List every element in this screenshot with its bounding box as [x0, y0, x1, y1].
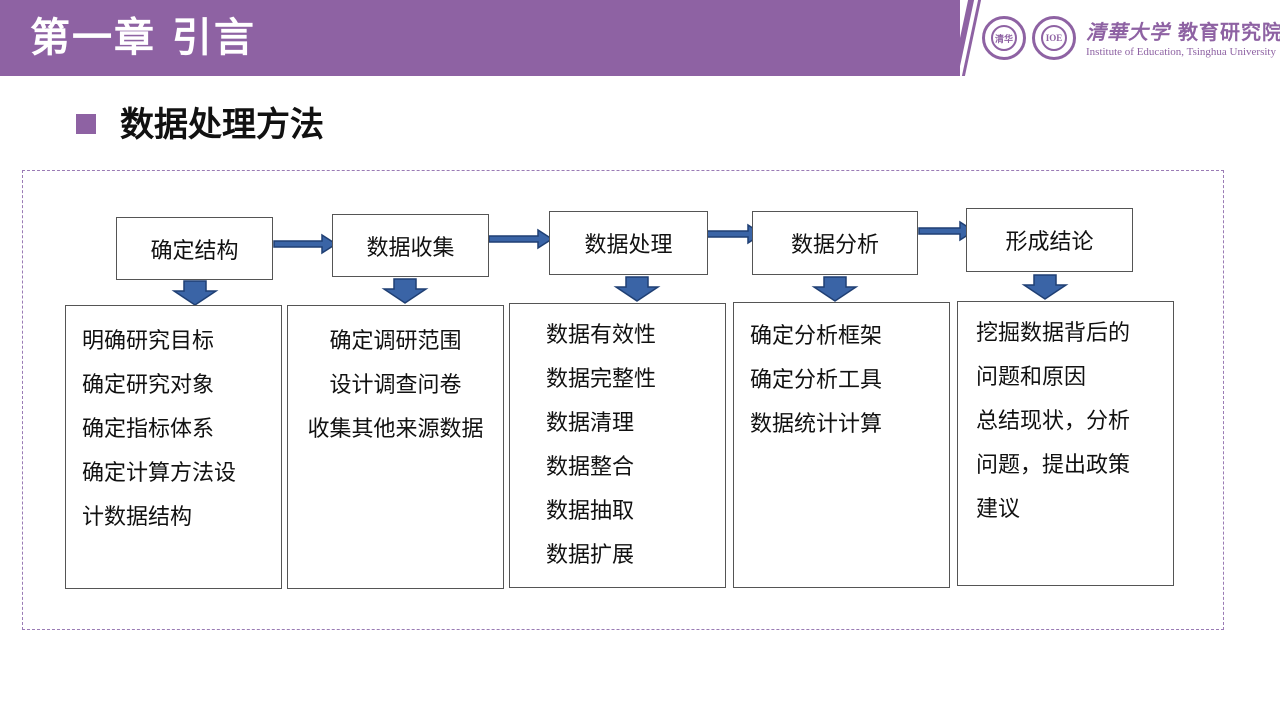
detail-item: 建议	[976, 497, 1021, 522]
detail-item: 确定计算方法设	[82, 461, 237, 486]
detail-item: 确定调研范围	[329, 329, 462, 354]
arrow-down-icon	[381, 278, 429, 304]
detail-item: 数据有效性	[546, 323, 657, 348]
seal-inner: 清华	[991, 25, 1017, 51]
detail-item: 确定指标体系	[82, 417, 215, 442]
detail-item: 问题和原因	[976, 365, 1087, 390]
detail-item: 明确研究目标	[82, 329, 215, 354]
detail-item: 收集其他来源数据	[307, 417, 484, 442]
detail-item: 问题，提出政策	[976, 453, 1131, 478]
step-box-analysis: 数据分析	[752, 211, 918, 275]
arrow-down-icon	[613, 276, 661, 302]
arrow-right-icon	[273, 233, 338, 255]
logo-english-name: Institute of Education, Tsinghua Univers…	[1086, 46, 1276, 58]
logo-calligraphy: 清華大学	[1086, 20, 1170, 44]
seal-inner: IOE	[1041, 25, 1067, 51]
arrow-down-icon	[811, 276, 859, 302]
logo-institute-name: 教育研究院	[1177, 20, 1280, 44]
detail-box-conclusion: 挖掘数据背后的 问题和原因 总结现状，分析 问题，提出政策 建议	[957, 301, 1174, 586]
detail-item: 设计调查问卷	[329, 373, 462, 398]
detail-item: 数据清理	[546, 411, 635, 436]
detail-item: 挖掘数据背后的	[976, 321, 1131, 346]
step-box-structure: 确定结构	[116, 217, 273, 280]
detail-item: 数据整合	[546, 455, 635, 480]
detail-item: 确定分析框架	[750, 324, 883, 349]
detail-item: 确定研究对象	[82, 373, 215, 398]
university-logo: 清华 IOE 清華大学 教育研究院 Institute of Education…	[982, 14, 1280, 66]
step-box-processing: 数据处理	[549, 211, 708, 275]
detail-box-processing: 数据有效性 数据完整性 数据清理 数据整合 数据抽取 数据扩展	[509, 303, 726, 588]
arrow-down-icon	[1021, 274, 1069, 300]
detail-item: 计数据结构	[82, 505, 193, 530]
chapter-title: 第一章 引言	[30, 15, 256, 61]
detail-item: 数据扩展	[546, 543, 635, 568]
detail-item: 数据完整性	[546, 367, 657, 392]
detail-item: 数据统计计算	[750, 412, 883, 437]
section-bullet-icon	[76, 114, 96, 134]
diagram-frame	[22, 170, 1224, 630]
detail-box-structure: 明确研究目标 确定研究对象 确定指标体系 确定计算方法设 计数据结构	[65, 305, 282, 589]
ioe-seal-icon: IOE	[1032, 16, 1076, 60]
detail-box-collection: 确定调研范围 设计调查问卷 收集其他来源数据	[287, 305, 504, 589]
step-box-conclusion: 形成结论	[966, 208, 1133, 272]
tsinghua-seal-icon: 清华	[982, 16, 1026, 60]
detail-item: 总结现状，分析	[976, 409, 1131, 434]
detail-item: 确定分析工具	[750, 368, 883, 393]
arrow-right-icon	[488, 228, 554, 250]
arrow-down-icon	[171, 280, 219, 306]
step-box-collection: 数据收集	[332, 214, 489, 277]
header-bar	[0, 0, 960, 76]
section-title: 数据处理方法	[120, 105, 324, 145]
detail-item: 数据抽取	[546, 499, 635, 524]
logo-chinese-name: 清華大学 教育研究院	[1086, 16, 1280, 45]
detail-box-analysis: 确定分析框架 确定分析工具 数据统计计算	[733, 302, 950, 588]
